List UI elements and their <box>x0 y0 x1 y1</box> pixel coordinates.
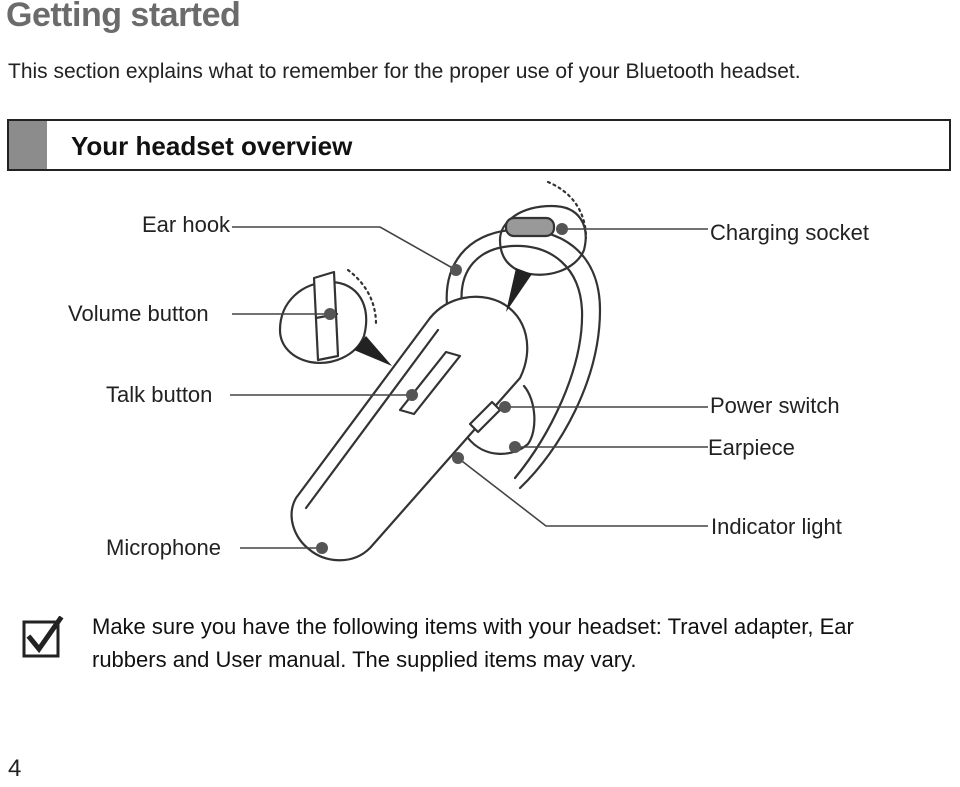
charging-magnifier <box>498 204 587 276</box>
page-title: Getting started <box>6 0 241 34</box>
point-earpiece <box>509 441 521 453</box>
ear-hook-shape <box>445 228 602 490</box>
label-power-switch: Power switch <box>710 393 840 418</box>
point-power <box>499 401 511 413</box>
section-swatch <box>9 121 47 169</box>
page-number: 4 <box>8 755 22 782</box>
section-heading: Your headset overview <box>71 131 353 161</box>
leader-ear-hook <box>232 226 457 271</box>
earpiece-ring <box>466 384 536 455</box>
section-header: Your headset overview <box>7 119 951 171</box>
point-talk <box>406 389 418 401</box>
label-indicator-light: Indicator light <box>711 514 842 539</box>
point-microphone <box>316 542 328 554</box>
charging-socket-shape <box>504 216 556 238</box>
intro-text: This section explains what to remember f… <box>8 60 801 83</box>
label-charging-socket: Charging socket <box>710 220 869 245</box>
volume-magnifier <box>278 280 368 364</box>
point-volume <box>324 308 336 320</box>
headset-body <box>290 295 529 562</box>
headset-diagram: Ear hook Volume button Talk button Micro… <box>0 172 960 582</box>
volume-magnifier-arc <box>346 268 378 326</box>
label-talk-button: Talk button <box>106 382 213 407</box>
headset-body-edge <box>304 328 440 510</box>
label-volume-button: Volume button <box>68 301 209 326</box>
point-indicator <box>452 452 464 464</box>
volume-pointer <box>354 336 392 366</box>
point-charging <box>556 223 568 235</box>
point-ear-hook <box>450 264 462 276</box>
checkbox-check-icon <box>22 615 64 658</box>
label-ear-hook: Ear hook <box>142 212 231 237</box>
note-text: Make sure you have the following items w… <box>92 614 854 672</box>
headset-illustration <box>230 180 708 562</box>
label-earpiece: Earpiece <box>708 435 795 460</box>
label-microphone: Microphone <box>106 535 221 560</box>
leader-indicator <box>457 457 708 527</box>
ear-hook-inner <box>460 244 584 480</box>
charging-pointer <box>506 268 532 312</box>
